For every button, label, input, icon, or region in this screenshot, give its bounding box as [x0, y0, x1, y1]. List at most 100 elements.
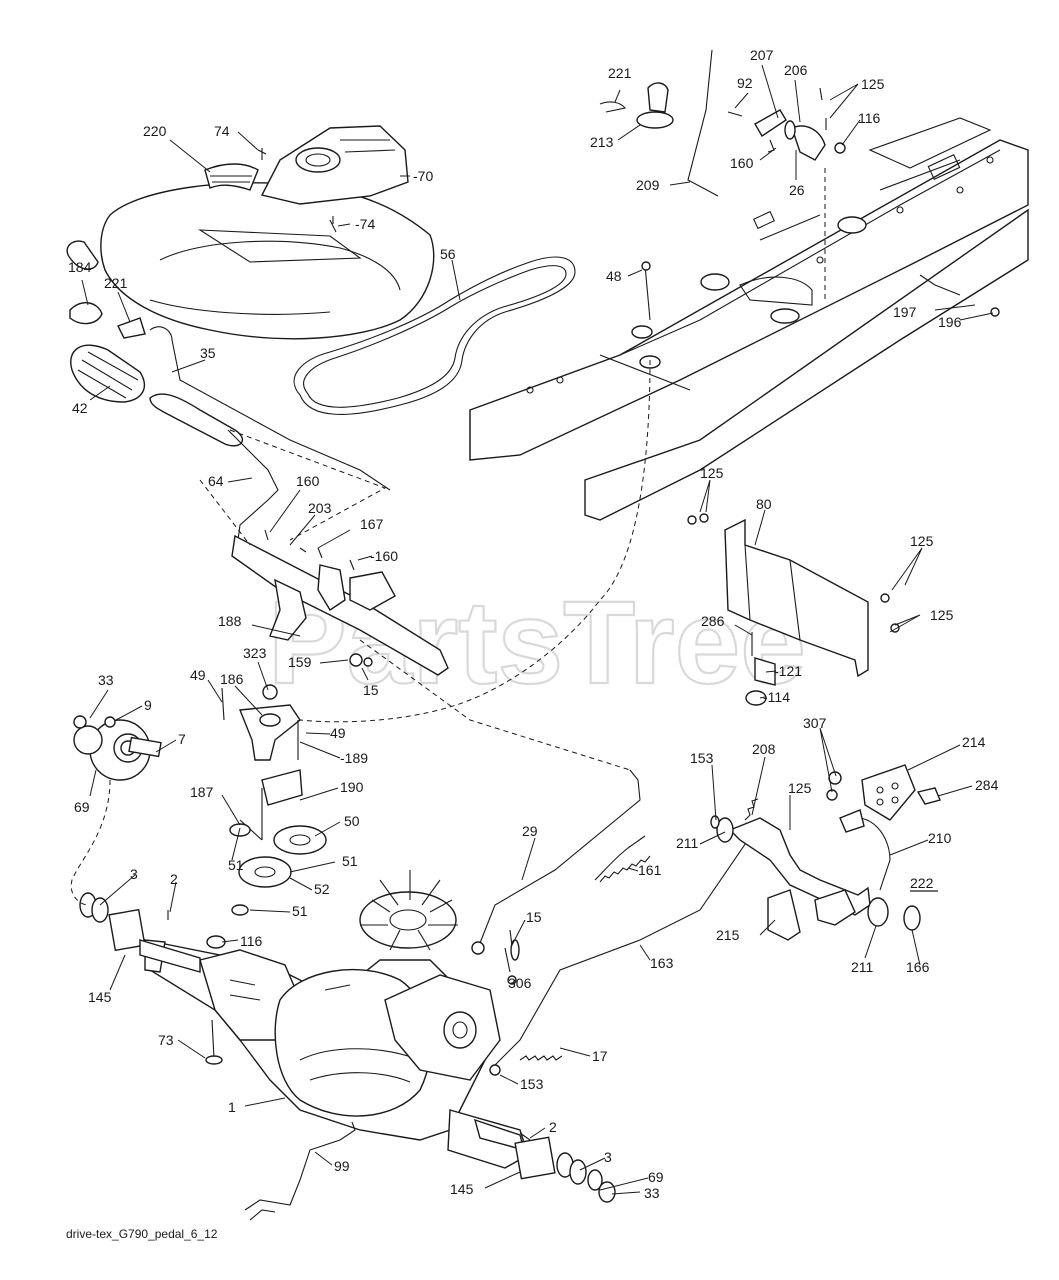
callout-284: 284	[975, 777, 999, 793]
callout-33-right: 33	[644, 1185, 660, 1201]
callout-307: 307	[803, 715, 827, 731]
fender-hood	[100, 125, 435, 340]
callout-145: 145	[88, 989, 112, 1005]
callout-69: 69	[74, 799, 90, 815]
callout-153-lower: 153	[520, 1076, 544, 1092]
callout-1: 1	[228, 1099, 236, 1115]
callout-74: 74	[214, 123, 230, 139]
callout-203: 203	[308, 500, 332, 516]
callout-42: 42	[72, 400, 88, 416]
callout-184: 184	[68, 259, 92, 275]
callout-116-transaxle: 116	[240, 933, 263, 949]
callout-50: 50	[344, 813, 360, 829]
callout-114: -114	[763, 689, 790, 705]
callout-214: 214	[962, 734, 986, 750]
callout-3-right: 3	[604, 1149, 612, 1165]
callout-17: 17	[592, 1048, 608, 1064]
callout-166: 166	[906, 959, 930, 975]
callout-51-right: 51	[342, 853, 358, 869]
callout-121: -121	[774, 663, 802, 679]
callout-190: 190	[340, 779, 364, 795]
callout-125-upper-right: 125	[910, 533, 934, 549]
callout-167: 167	[360, 516, 384, 532]
right-axle-parts	[473, 1118, 616, 1203]
callout-197: 197	[893, 304, 917, 320]
callout-323: 323	[243, 645, 267, 661]
callout-3: 3	[130, 866, 138, 882]
callout-145-right: 145	[450, 1181, 474, 1197]
callout-125: 125	[861, 76, 885, 92]
pedal-pad	[826, 764, 941, 821]
callout-49-right: 49	[330, 725, 346, 741]
callout-160-right: -160	[370, 548, 398, 564]
callout-64: 64	[208, 473, 224, 489]
callout-220: 220	[143, 123, 167, 139]
callout-51: 51	[228, 857, 244, 873]
callout-187: 187	[190, 784, 214, 800]
callout-2: 2	[170, 871, 178, 887]
callout-80: 80	[756, 496, 772, 512]
callout-189: -189	[340, 750, 368, 766]
callout-160-mid: 160	[296, 473, 320, 489]
callout-215: 215	[716, 927, 740, 943]
callout-286: 286	[701, 613, 725, 629]
callout-160: 160	[730, 155, 754, 171]
callout-15-rod: 15	[526, 909, 542, 925]
leader-lines	[81, 64, 994, 1195]
callout-51-lower: 51	[292, 903, 308, 919]
reference-lines	[70, 168, 826, 906]
callout-211: 211	[676, 835, 699, 851]
callout-35: 35	[200, 345, 216, 361]
main-frame	[469, 117, 1029, 521]
callout-186: 186	[220, 671, 244, 687]
callout-209: 209	[636, 177, 660, 193]
callout-221-left: 221	[104, 275, 128, 291]
callout-49: 49	[190, 667, 206, 683]
callout-206: 206	[784, 62, 808, 78]
hub-left	[73, 715, 162, 781]
callout-207: 207	[750, 47, 774, 63]
callout-125-lower-right: 125	[930, 607, 954, 623]
pedal-shaft	[66, 240, 449, 676]
callout-52: 52	[314, 881, 330, 897]
callout-69-right: 69	[648, 1169, 664, 1185]
cooling-fan	[359, 870, 458, 951]
callout-222: 222	[910, 875, 934, 891]
callout-188: 188	[218, 613, 242, 629]
callout-26: 26	[789, 182, 805, 198]
transaxle	[144, 935, 529, 1169]
bypass-rod	[244, 1121, 356, 1221]
callout-7: 7	[178, 731, 186, 747]
callout-2-right: 2	[549, 1119, 557, 1135]
diagram-caption: drive-tex_G790_pedal_6_12	[66, 1227, 218, 1241]
callout-15: 15	[363, 682, 379, 698]
side-plate	[687, 513, 900, 706]
left-axle-parts	[79, 892, 201, 973]
misc-fasteners	[504, 261, 1000, 985]
callout-221: 221	[608, 65, 632, 81]
callout-56: 56	[440, 246, 456, 262]
callout-211-right: 211	[851, 959, 874, 975]
callout-33: 33	[98, 672, 114, 688]
callout-306: 306	[508, 975, 532, 991]
callout-125-pedal: 125	[788, 780, 812, 796]
callout-213: 213	[590, 134, 614, 150]
callout-74-lower: -74	[355, 216, 375, 232]
callout-161: 161	[638, 862, 662, 878]
drive-belt	[293, 256, 576, 415]
callout-210: 210	[928, 830, 952, 846]
callout-48: 48	[606, 268, 622, 284]
callout-159: 159	[288, 654, 312, 670]
idler-assembly	[221, 684, 327, 916]
callout-70: -70	[413, 168, 433, 184]
callout-73: 73	[158, 1032, 174, 1048]
callout-125-plate: 125	[700, 465, 724, 481]
callout-163: 163	[650, 955, 674, 971]
callout-29: 29	[522, 823, 538, 839]
callout-208: 208	[752, 741, 776, 757]
lift-arm-assembly	[599, 49, 846, 197]
callout-153: 153	[690, 750, 714, 766]
callout-116: 116	[858, 110, 881, 126]
